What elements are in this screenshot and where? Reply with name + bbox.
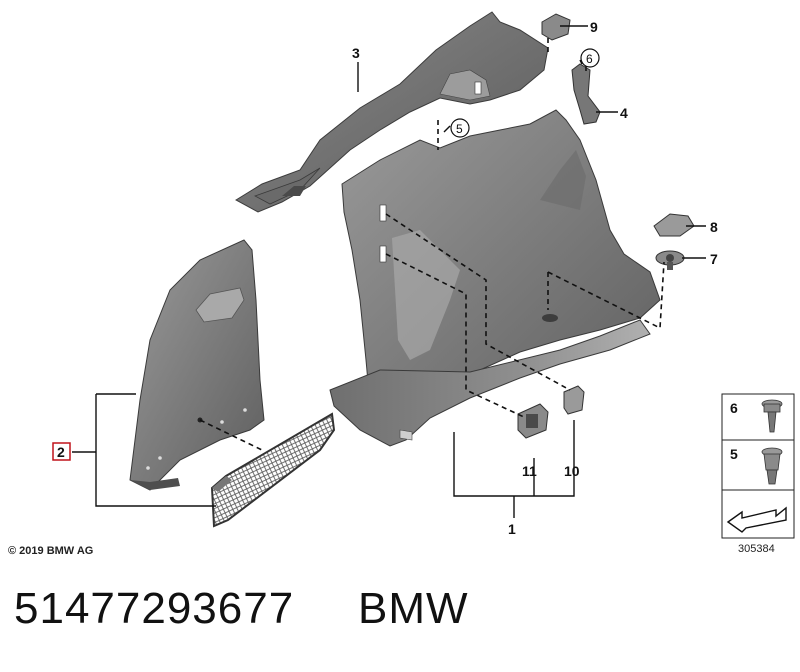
callout-9: 9: [590, 19, 598, 35]
part-8-cover: [653, 213, 695, 237]
part-3-upper-trim: [235, 11, 549, 213]
callout-6: 6: [586, 52, 593, 66]
part-11-cover: [517, 403, 549, 439]
legend-number-6: 6: [730, 400, 738, 416]
clip-icon: [761, 447, 783, 485]
leader-lines-solid: [72, 25, 706, 518]
callout-2: 2: [57, 444, 65, 460]
part-number: 51477293677: [14, 584, 295, 633]
callout-8: 8: [710, 219, 718, 235]
arrow-icon: [726, 506, 787, 533]
fastener-legend: 6 5: [721, 393, 795, 539]
screw-icon: [761, 399, 783, 433]
part-10-cover: [563, 385, 585, 415]
callout-4: 4: [620, 105, 628, 121]
image-number: 305384: [738, 543, 775, 555]
part-7-mount: [655, 250, 685, 270]
part-1-side-trim: [329, 109, 661, 447]
callout-5-circle: [450, 118, 470, 138]
callout-1: 1: [508, 521, 516, 537]
part-2-net: [210, 412, 336, 528]
brand-name: BMW: [358, 584, 469, 633]
callout-10: 10: [564, 463, 580, 479]
copyright-notice: © 2019 BMW AG: [8, 545, 93, 557]
callout-3: 3: [352, 45, 360, 61]
callout-5: 5: [456, 122, 463, 136]
part-9-clip: [541, 13, 571, 41]
callout-6-circle: [580, 48, 600, 68]
part-4-bracket: [571, 63, 601, 125]
callout-7: 7: [710, 251, 718, 267]
leader-lines-dashed: [199, 36, 665, 451]
part-2-side-panel: [129, 239, 265, 491]
callout-11: 11: [522, 463, 537, 479]
legend-number-5: 5: [730, 446, 738, 462]
callout-2-highlight-box: [52, 442, 71, 461]
